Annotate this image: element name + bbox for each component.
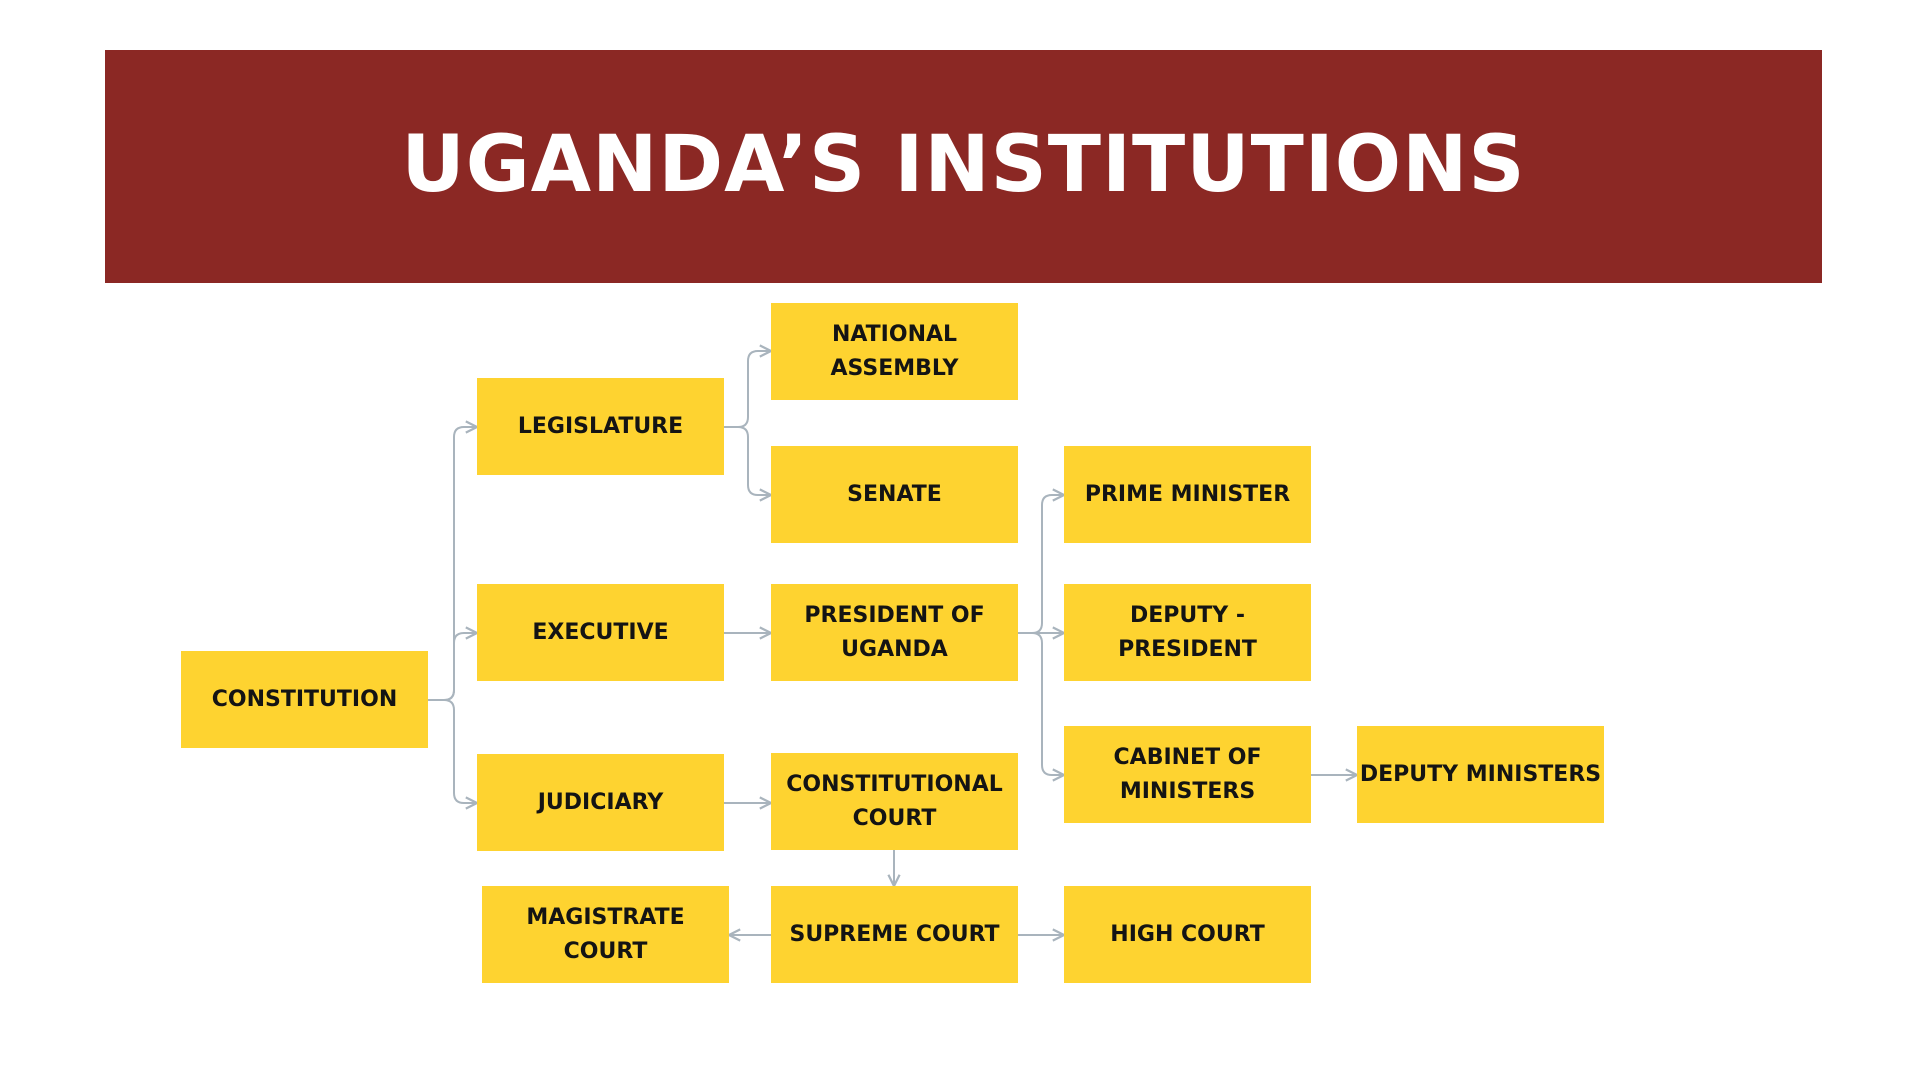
connector-president-cabinet xyxy=(1018,632,1064,775)
node-judiciary: JUDICIARY xyxy=(477,754,724,851)
node-deputy-president: DEPUTY -PRESIDENT xyxy=(1064,584,1311,681)
page-title: UGANDA’S INSTITUTIONS xyxy=(401,119,1526,210)
node-constitution: CONSTITUTION xyxy=(181,651,428,748)
connector-president-prime-minister xyxy=(1018,495,1064,634)
node-legislature: LEGISLATURE xyxy=(477,378,724,475)
connector-constitution-legislature xyxy=(428,427,477,701)
node-label: HIGH COURT xyxy=(1110,921,1265,947)
connector-constitution-executive xyxy=(428,633,477,701)
node-label: LEGISLATURE xyxy=(517,413,684,439)
node-label: EXECUTIVE xyxy=(532,619,669,645)
node-magistrate-court: MAGISTRATE COURT xyxy=(482,886,729,983)
node-label: JUDICIARY xyxy=(537,789,664,815)
node-label: MAGISTRATE COURT xyxy=(526,904,685,964)
node-constitutional-court: CONSTITUTIONAL COURT xyxy=(771,753,1018,850)
node-label: NATIONAL ASSEMBLY xyxy=(830,321,959,381)
node-label: CONSTITUTIONAL COURT xyxy=(786,771,1003,831)
node-label: PRIME MINISTER xyxy=(1084,481,1291,507)
node-national-assembly: NATIONAL ASSEMBLY xyxy=(771,303,1018,400)
node-high-court: HIGH COURT xyxy=(1064,886,1311,983)
node-supreme-court: SUPREME COURT xyxy=(771,886,1018,983)
connector-legislature-national-assembly xyxy=(724,351,771,428)
node-deputy-ministers: DEPUTY MINISTERS xyxy=(1357,726,1604,823)
node-cabinet-of-ministers: CABINET OF MINISTERS xyxy=(1064,726,1311,823)
node-president: PRESIDENT OF UGANDA xyxy=(771,584,1018,681)
node-label: SENATE xyxy=(847,481,942,507)
node-executive: EXECUTIVE xyxy=(477,584,724,681)
title-banner: UGANDA’S INSTITUTIONS xyxy=(105,50,1822,283)
connector-legislature-senate xyxy=(724,426,771,495)
node-label: SUPREME COURT xyxy=(789,921,1000,947)
node-label: PRESIDENT OF UGANDA xyxy=(804,602,985,662)
node-label: DEPUTY MINISTERS xyxy=(1359,761,1602,787)
node-label: DEPUTY -PRESIDENT xyxy=(1118,602,1257,662)
node-label: CABINET OF MINISTERS xyxy=(1113,744,1262,804)
node-senate: SENATE xyxy=(771,446,1018,543)
node-prime-minister: PRIME MINISTER xyxy=(1064,446,1311,543)
connector-constitution-judiciary xyxy=(428,699,477,803)
node-label: CONSTITUTION xyxy=(211,686,398,712)
